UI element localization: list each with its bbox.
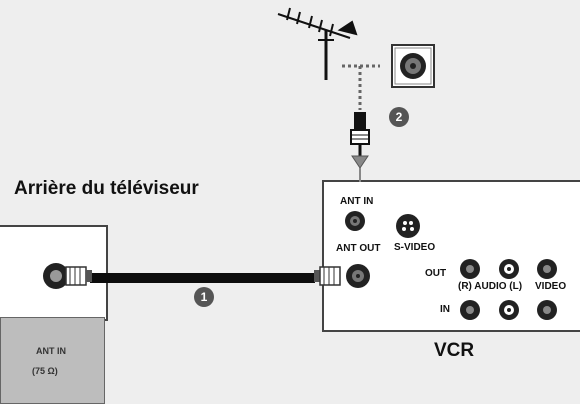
- antenna-icon: [277, 7, 358, 80]
- vcr-ant-out-label: ANT OUT: [336, 243, 381, 254]
- step-badge-1: 1: [194, 287, 214, 307]
- tv-rear-title: Arrière du téléviseur: [14, 178, 199, 199]
- rca-jack-in-icons: [460, 300, 557, 320]
- vcr-ant-in-label: ANT IN: [340, 196, 374, 207]
- vcr-title: VCR: [434, 340, 475, 361]
- vcr-out-label: OUT: [425, 268, 447, 279]
- tv-ant-in-label-box: [0, 317, 105, 404]
- tv-impedance-label: (75 Ω): [32, 366, 58, 376]
- tv-ant-in-label: ANT IN: [36, 346, 66, 356]
- tv-ant-in-connector-icon: [43, 263, 92, 289]
- coax-cable: [90, 273, 315, 283]
- dotted-connection-lines: [342, 64, 380, 110]
- vcr-ant-out-connector-icon: [314, 266, 341, 286]
- vcr-video-label: VIDEO: [535, 281, 567, 292]
- vcr-ant-in-jack-icon: [345, 211, 365, 231]
- wall-jack-icon: [391, 44, 435, 88]
- vcr-rear-panel: [322, 180, 580, 332]
- vcr-audio-label: (R) AUDIO (L): [458, 281, 523, 292]
- vcr-ant-out-jack-icon: [346, 264, 370, 288]
- vcr-s-video-label: S-VIDEO: [394, 242, 436, 253]
- vcr-in-label: IN: [440, 304, 450, 315]
- coax-plug-icon: [350, 112, 370, 182]
- step-badge-2: 2: [389, 107, 409, 127]
- rca-jack-icon: [460, 259, 557, 279]
- s-video-jack-icon: [396, 214, 420, 238]
